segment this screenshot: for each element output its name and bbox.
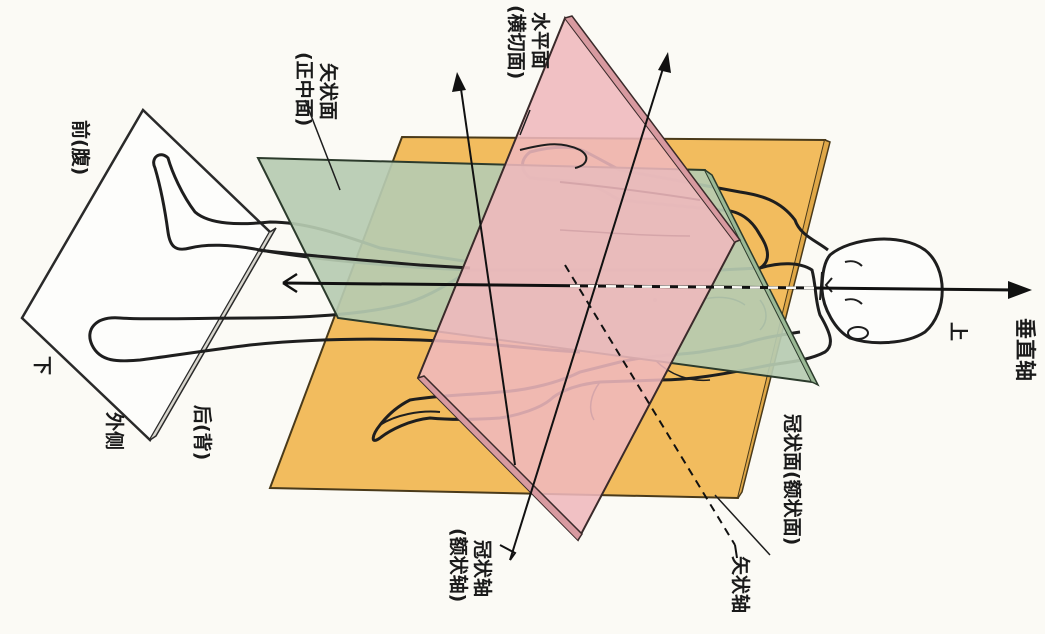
vertical-axis-arrowhead xyxy=(1008,281,1032,299)
label-sagittal-plane-alt: (正中面) xyxy=(293,52,316,126)
label-coronal-axis-alt: (额状轴) xyxy=(447,528,470,602)
label-superior: 上 xyxy=(947,322,969,341)
ground-panel xyxy=(22,110,276,440)
label-sagittal-plane: 矢状面 xyxy=(317,63,340,120)
label-lateral: 外侧 xyxy=(103,412,126,450)
label-coronal-axis: 冠状轴 xyxy=(471,540,494,597)
label-anterior: 前(腹) xyxy=(69,120,92,175)
label-coronal-plane: 冠状面(额状面) xyxy=(781,414,804,545)
label-horizontal-plane-alt: (横切面) xyxy=(505,5,528,79)
label-horizontal-plane: 水平面 xyxy=(529,12,551,69)
label-sagittal-axis: 矢状轴 xyxy=(729,556,752,613)
label-inferior: 下 xyxy=(31,356,53,375)
label-posterior: 后(背) xyxy=(191,405,214,460)
label-vertical-axis: 垂直轴 xyxy=(1013,318,1037,381)
